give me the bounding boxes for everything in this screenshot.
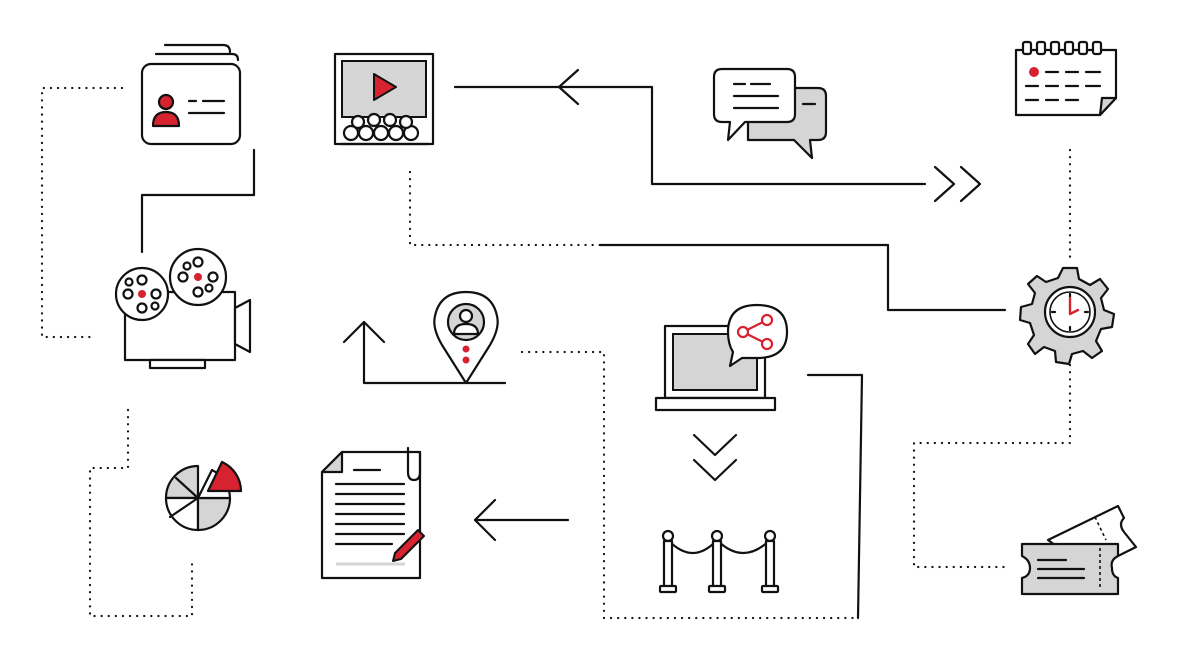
double-chevron-right-icon [933, 165, 982, 203]
solid-connector-idcard-projector [140, 148, 256, 254]
dotted-connector-pin-bottom [520, 350, 860, 620]
cinema-screen-icon [333, 52, 435, 146]
location-pin-user-icon [433, 290, 499, 385]
arrow-up-head [342, 320, 386, 344]
solid-connector-laptop-bottom [806, 373, 864, 620]
dotted-connector-projector-pie [88, 408, 194, 618]
dotted-connector-idcard-left [40, 86, 124, 339]
double-chevron-down-icon [692, 433, 738, 482]
laptop-share-icon [654, 303, 789, 412]
pie-chart-icon [164, 460, 243, 532]
up-arrow-connector [362, 320, 507, 385]
dotted-connector-screen-down [408, 170, 602, 247]
share-icon [736, 313, 774, 351]
document-contract-icon [320, 446, 425, 580]
solid-connector-screen-chat [453, 85, 927, 186]
dotted-connector-gear-tickets [912, 356, 1072, 569]
id-card-icon [140, 43, 242, 146]
arrow-left-head [557, 68, 580, 106]
tickets-icon [1020, 504, 1138, 596]
solid-connector-to-gear [598, 243, 1007, 312]
stanchion-rope-icon [658, 529, 780, 594]
calendar-icon [1014, 40, 1118, 117]
gear-clock-icon [1018, 266, 1116, 366]
chat-bubbles-icon [712, 67, 828, 160]
connectors [40, 68, 1072, 620]
film-projector-icon [114, 247, 252, 370]
arrow-left-head-2 [473, 498, 497, 542]
